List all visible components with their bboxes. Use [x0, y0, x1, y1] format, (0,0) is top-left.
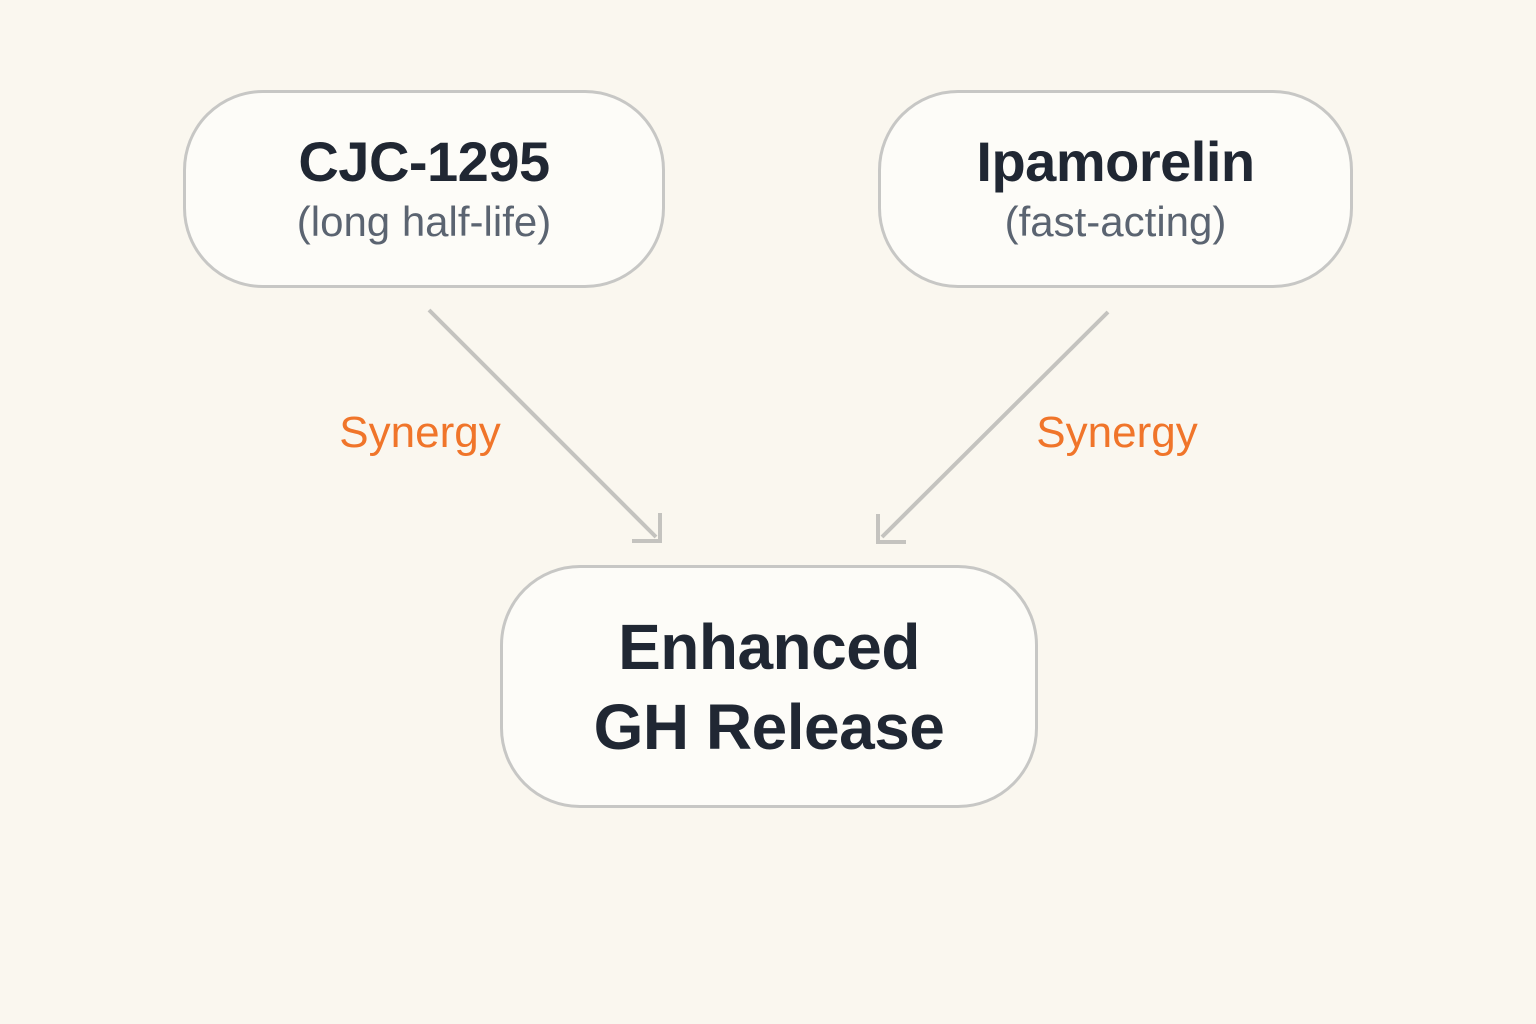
node-gh-title-line2: GH Release [593, 690, 945, 763]
node-ipa-subtitle: (fast-acting) [1004, 197, 1227, 245]
node-cjc-1295: CJC-1295 (long half-life) [183, 90, 665, 288]
node-enhanced-gh-release: Enhanced GH Release [500, 565, 1038, 808]
node-cjc-title: CJC-1295 [298, 129, 550, 193]
node-cjc-subtitle: (long half-life) [296, 197, 552, 245]
edge-label-synergy-left: Synergy [339, 408, 501, 457]
node-ipamorelin: Ipamorelin (fast-acting) [878, 90, 1353, 288]
arrow-ipa-to-gh [876, 310, 1110, 544]
node-gh-title-line1: Enhanced [618, 610, 920, 683]
edge-label-synergy-right: Synergy [1036, 408, 1198, 457]
node-ipa-title: Ipamorelin [976, 129, 1255, 193]
arrow-cjc-to-gh [427, 308, 662, 543]
